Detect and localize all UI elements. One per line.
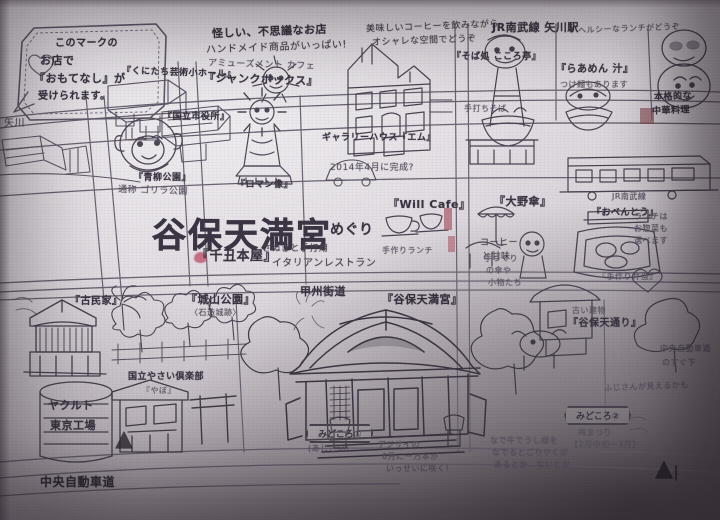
yatai-sub: 手打ちそば [464,104,507,113]
umbrella-sub-2: の傘や [486,266,512,275]
bento-note-1: ランチは [634,212,668,221]
bento-note-3: 選べます [634,236,668,245]
legend-bubble-shape [17,23,167,121]
signature-mark [655,461,677,481]
kura-sub: 古い建物 [572,306,606,315]
bento-name: 『おべんとう』 [592,208,659,218]
river-label: 矢川 [4,118,25,129]
station-label: JR南武線 矢川駅 [492,21,579,34]
legend-line-3: 『おもてなし』が [34,72,126,85]
bento-sketch [573,209,661,279]
photo-edge-left [0,0,10,520]
yakult-sub: 東京工場 [50,419,96,432]
legend-line-2: お店で [40,54,75,67]
gallery-name: ギャラリーハウス『エム』 [322,133,436,143]
ume-note-1: 梅まつり [578,428,612,437]
yakult-label: ヤクルト [48,399,94,412]
shiroyama-trees-sketch [111,283,257,353]
statue-label: 『ロマン像』 [236,180,294,190]
ushi-note-2: なでるとごりやくが [492,448,569,457]
umbrella-shop-label: 『大野傘』 [494,195,552,208]
gorilla-sketch [114,117,183,173]
ramen-bowl-sketch [481,107,535,147]
train-sketch [559,155,719,201]
shrine-name-label: 『谷保天満宮』 [382,293,463,306]
map-title-suffix: めぐり [330,222,374,238]
kominka-label: 『古民家』 [70,296,123,307]
cow-statue-sketch [511,329,567,371]
highlight-tag-1: みどころ① [306,424,374,443]
chuo-road-label: 中央自動車道 [40,475,116,489]
shrine-trees-sketch [240,308,545,401]
highlight-tag-2: みどころ② [564,406,632,425]
photo-edge-top [0,0,720,8]
umbrella-shop-sketch [465,206,515,269]
legend-line-4: 受けられます。 [38,91,111,102]
soba-stand-sketch [465,139,539,165]
yatai-name: 『そば処 こころ亭』 [452,52,542,62]
statue-sketch [235,87,293,185]
yasai-club-label: 国立やさい倶楽部 [128,372,205,382]
shrine-note-1: (あじさい) [308,444,350,453]
shrine-note-4: いっせいに咲く! [386,464,450,473]
center-shop-kind-2: イタリアンレストラン [272,258,377,269]
bento-sub: 『手作り弁当』 [598,272,658,281]
ramen-sub: つけ麺もあります [560,80,628,89]
tree-sketch-right [633,297,701,373]
ume-note-2: 【2月中旬〜3月】 [570,440,641,449]
coffee-note-1: コーヒー [480,238,519,248]
person-sketch-2 [519,231,547,279]
lantern-sketch [329,414,465,449]
stone-note-1: 中央自動車道 [660,344,711,353]
shiroyama-sub: 〈石造城跡〉 [190,308,241,317]
junkbox-mascot-sketch [252,55,300,103]
shrine-note-3: 6月に一万本が [382,452,439,461]
will-cafe-sub: 手作りランチ [382,246,433,255]
gallery-house-sketch [347,43,431,157]
art-hall-sketch [107,79,187,141]
heart-mark-accent [194,252,207,263]
umbrella-sub-3: 小物たち [488,278,522,287]
park-name-label: 『青柳公園』 [134,173,192,183]
coffee-note-2: と甘味 [482,252,511,262]
stone-note-2: のすぐ下 [662,358,696,367]
main-shrine-sketch [285,309,487,459]
will-cafe-label: 『Will Cafe』 [388,198,471,211]
kura-name: 『谷保天通り』 [568,318,642,329]
ushi-note-1: なで牛でうし様を [490,436,558,445]
person-sketch-1 [484,34,526,127]
ramen-name: 『らあめん 汁』 [556,64,634,75]
city-hall-sketch [161,105,231,163]
yasai-sub: 『やぼ』 [142,386,176,395]
shrine-note-2: アジサイの [378,440,421,449]
city-hall-label: 『国立市役所』 [163,112,230,122]
car-sketch [325,159,377,187]
heart-mark-icon [28,54,54,77]
shrine-gate-small-sketch [189,393,237,445]
kominka-sketch [23,299,107,377]
heart-mark-icon-2 [631,268,663,293]
center-shop-name: 『千丑本屋』 [196,249,278,264]
kura-sketch [529,284,601,357]
gallery-note: 2014年4月に完成? [330,163,414,173]
center-shop-kind-1: さぬきと手打用 [262,244,329,254]
umbrella-sub-1: 手づくり [484,254,518,263]
mask-face-sketch [657,29,711,109]
shiroyama-label: 『城山公園』 [186,293,255,306]
yasai-club-sketch [111,379,189,453]
legend-line-1: このマークの [55,38,118,49]
chef-sketch [565,81,613,131]
bridge-sketch [0,135,141,183]
bento-note-2: お惣菜も [634,224,668,233]
will-cafe-sketch [381,213,449,237]
ushi-note-3: あるとか…ないとか [494,460,571,469]
nanbu-line-label: JR南武線 [612,192,647,201]
map-title: 谷保天満宮 [152,216,332,257]
koshu-road-label: 甲州街道 [300,285,346,298]
